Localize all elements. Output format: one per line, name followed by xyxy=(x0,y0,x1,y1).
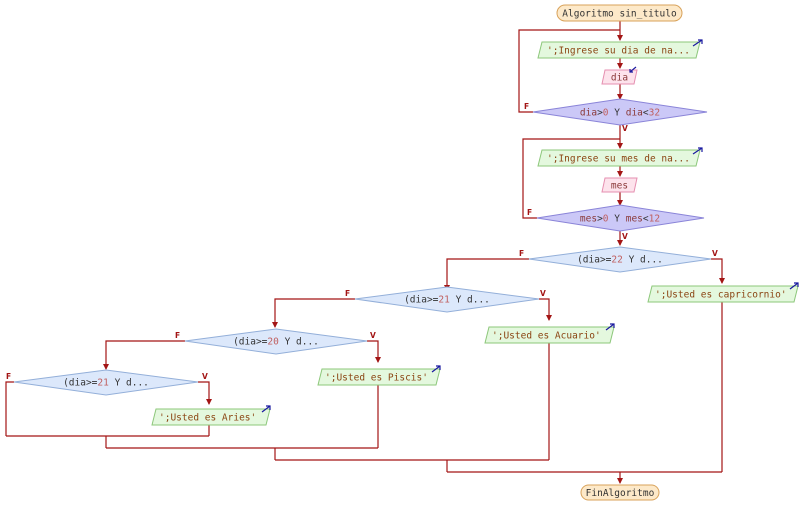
flow-decision1-false xyxy=(444,258,529,291)
decision-1-text: (dia>=22 Y d... xyxy=(577,255,663,266)
loop2-prompt-output: ';Ingrese su mes de na... xyxy=(537,147,703,167)
loop1-false-label: F xyxy=(524,102,529,111)
decision-2-text: (dia>=21 Y d... xyxy=(404,295,490,306)
flow-lines xyxy=(5,20,725,484)
decision-4-text: (dia>=21 Y d... xyxy=(63,378,149,389)
flow-decision1-true xyxy=(711,258,725,284)
loop2-condition: mes>0 Y mes<12 xyxy=(536,204,705,232)
loop2-prompt-text: ';Ingrese su mes de na... xyxy=(547,154,690,165)
loop1-read-input: dia xyxy=(601,66,638,85)
start-terminal: Algoritmo sin_titulo xyxy=(556,4,683,22)
decision4-true-label: V xyxy=(202,372,208,381)
decision-4: (dia>=21 Y d... xyxy=(13,369,199,396)
output-arrow-icon xyxy=(692,39,703,47)
loop1-condition: dia>0 Y dia<32 xyxy=(532,98,708,126)
output-arrow-icon xyxy=(261,405,271,413)
loop1-condition-text: dia>0 Y dia<32 xyxy=(580,108,660,119)
decision3-true-label: V xyxy=(370,331,376,340)
decision4-false-label: F xyxy=(6,372,11,381)
branch-labels: F V F V F V F V F V F V xyxy=(6,102,718,381)
decision-4-shape xyxy=(13,369,199,396)
decision-2: (dia>=21 Y d... xyxy=(354,286,540,313)
decision2-false-label: F xyxy=(345,289,350,298)
input-arrow-icon xyxy=(629,66,637,73)
output-piscis-text: ';Usted es Piscis' xyxy=(325,373,428,384)
flow-decision2-true xyxy=(539,298,552,321)
loop2-false-label: F xyxy=(527,208,532,217)
output-aries-shape xyxy=(151,408,271,426)
loop2-read-var: mes xyxy=(611,181,628,192)
output-aries: ';Usted es Aries' xyxy=(151,405,271,426)
output-acuario: ';Usted es Acuario' xyxy=(484,323,615,344)
decision3-false-label: F xyxy=(175,331,180,340)
loop2-read-input: mes xyxy=(601,177,638,193)
output-piscis: ';Usted es Piscis' xyxy=(317,365,441,386)
loop1-prompt-text: ';Ingrese su dia de na... xyxy=(547,46,690,57)
flow-decision4-false xyxy=(5,381,14,436)
output-piscis-shape xyxy=(317,368,441,386)
output-arrow-icon xyxy=(789,282,799,290)
loop1-read-shape xyxy=(601,69,638,85)
loop1-true-label: V xyxy=(622,124,628,133)
output-arrow-icon xyxy=(605,323,615,331)
decision-1-shape xyxy=(528,246,712,273)
decision-3-shape xyxy=(184,328,368,355)
loop1-read-var: dia xyxy=(611,73,628,84)
output-arrow-icon xyxy=(692,147,703,155)
output-acuario-shape xyxy=(484,326,615,344)
decision1-false-label: F xyxy=(519,249,524,258)
loop2-read-shape xyxy=(601,177,638,193)
output-arrow-icon xyxy=(431,365,441,373)
decision-1: (dia>=22 Y d... xyxy=(528,246,712,273)
loop2-true-label: V xyxy=(622,232,628,241)
loop1-prompt-output: ';Ingrese su dia de na... xyxy=(537,39,703,59)
output-capricornio-text: ';Usted es capricornio' xyxy=(655,290,787,301)
output-aries-text: ';Usted es Aries' xyxy=(159,413,256,424)
end-terminal-shape xyxy=(580,484,660,501)
decision-2-shape xyxy=(354,286,540,313)
loop2-condition-shape xyxy=(536,204,705,232)
loop2-condition-text: mes>0 Y mes<12 xyxy=(580,214,660,225)
decision1-true-label: V xyxy=(712,249,718,258)
start-label: Algoritmo sin_titulo xyxy=(562,9,677,20)
loop1-condition-shape xyxy=(532,98,708,126)
loop1-prompt-shape xyxy=(537,41,701,59)
flow-decision4-true xyxy=(198,381,212,405)
start-terminal-shape xyxy=(556,4,683,22)
flow-loop1-back xyxy=(518,29,620,113)
decision2-true-label: V xyxy=(540,289,546,298)
end-terminal: FinAlgoritmo xyxy=(580,484,660,501)
flow-decision3-false xyxy=(103,340,185,370)
flow-decision2-false xyxy=(272,298,355,328)
output-capricornio-shape xyxy=(647,285,799,303)
loop2-prompt-shape xyxy=(537,149,701,167)
output-capricornio: ';Usted es capricornio' xyxy=(647,282,799,303)
end-label: FinAlgoritmo xyxy=(586,488,655,499)
flow-decision3-true xyxy=(367,340,381,363)
flow-loop2-back xyxy=(522,138,620,219)
decision-3: (dia>=20 Y d... xyxy=(184,328,368,355)
output-acuario-text: ';Usted es Acuario' xyxy=(492,331,601,342)
decision-3-text: (dia>=20 Y d... xyxy=(233,337,319,348)
